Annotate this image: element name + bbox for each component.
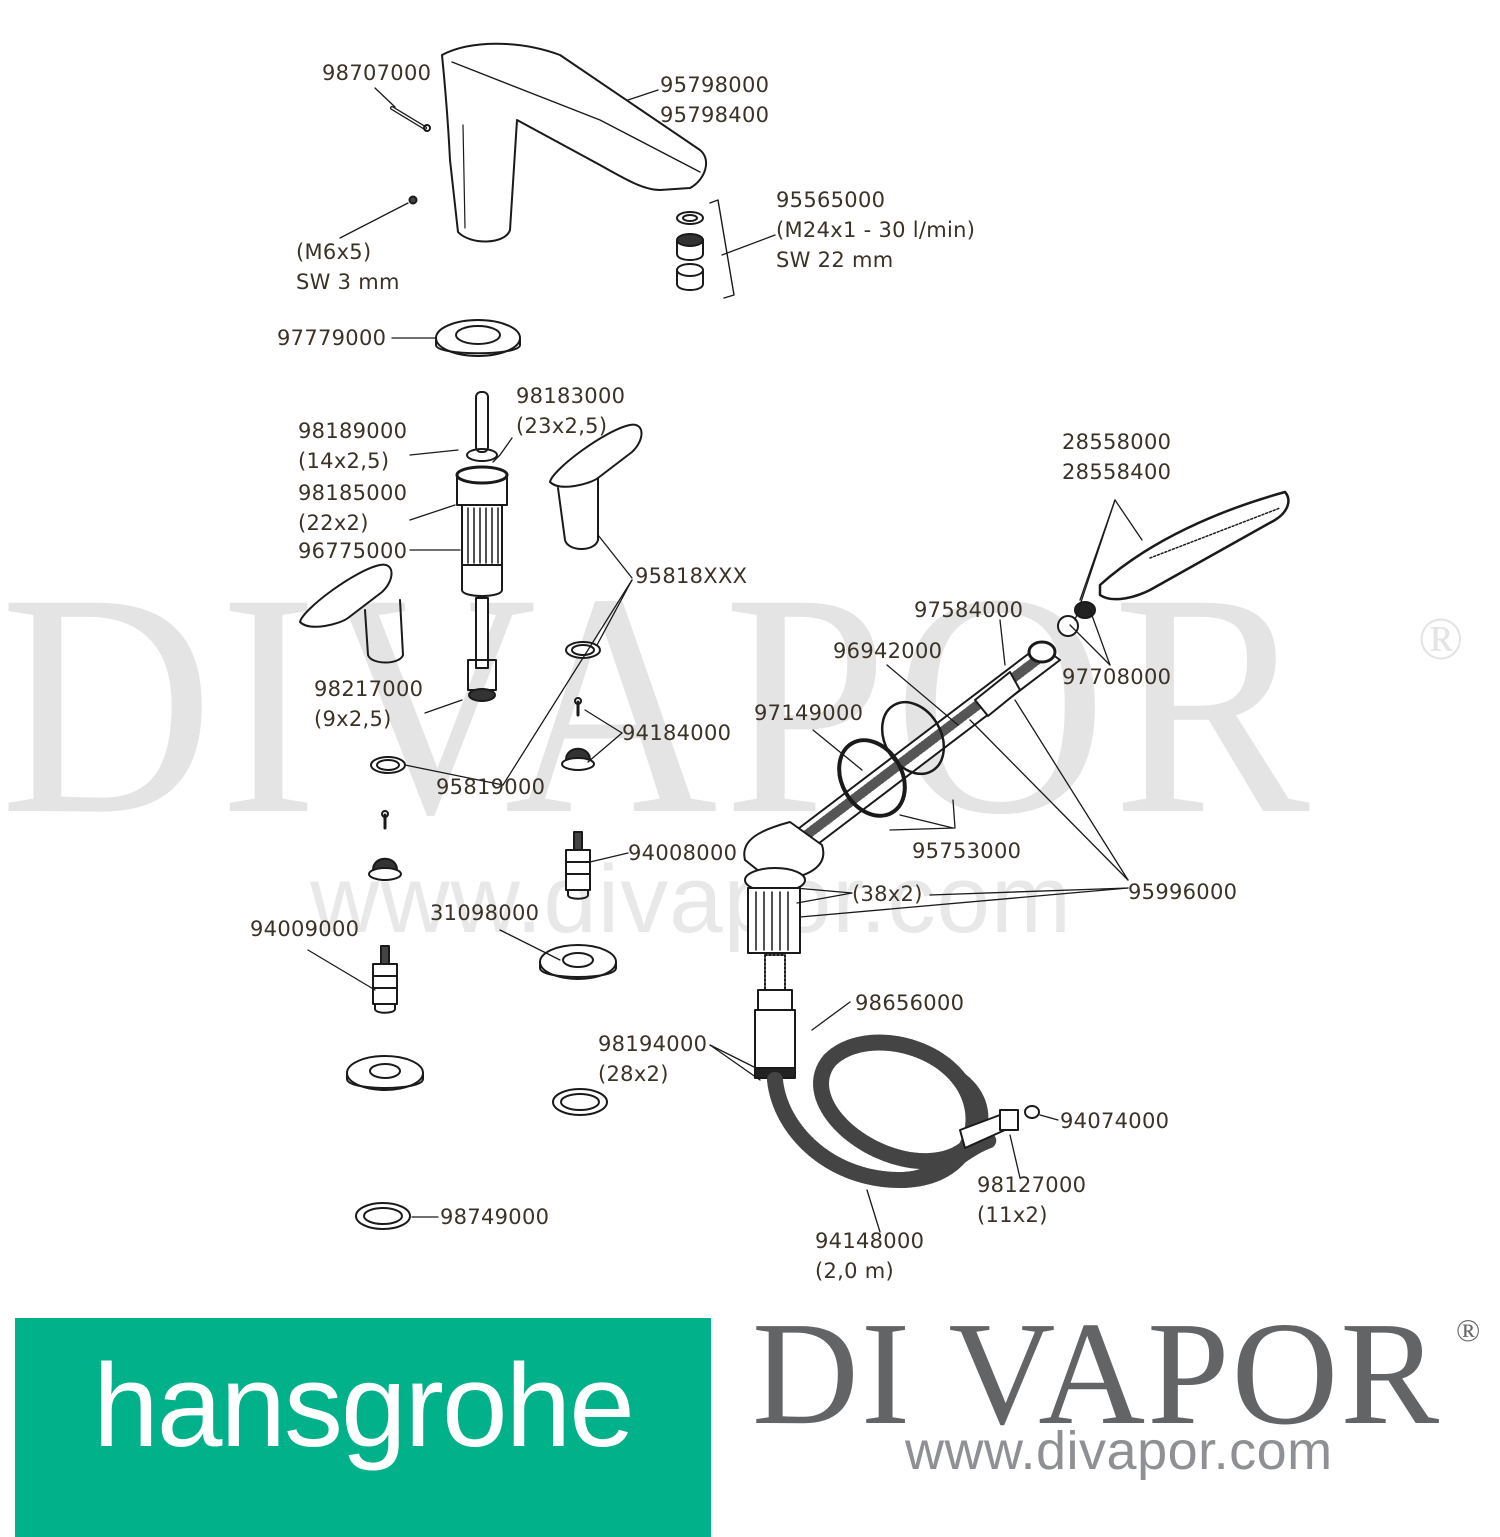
handle-part-left xyxy=(299,563,404,664)
part-label-98189000: 98189000(14x2,5) xyxy=(298,419,408,473)
part-label-94074000: 94074000 xyxy=(1060,1109,1170,1133)
part-label-97149000: 97149000 xyxy=(754,701,864,725)
part-label-94009000: 94009000 xyxy=(250,917,360,941)
part-label-95819000: 95819000 xyxy=(436,775,546,799)
divapor-registered-mark: ® xyxy=(1456,1312,1481,1348)
part-label-98183000: 98183000(23x2,5) xyxy=(516,384,626,438)
part-label-95753000: 95753000 xyxy=(912,839,1022,863)
part-label-98656000: 98656000 xyxy=(855,991,965,1015)
part-label-94148000: 94148000(2,0 m) xyxy=(815,1229,925,1283)
diverter-cartridge-part xyxy=(455,391,509,702)
part-label-98194000: 98194000(28x2) xyxy=(598,1032,708,1086)
part-label-98185000: 98185000(22x2) xyxy=(298,481,408,535)
handle-part-right xyxy=(549,423,643,550)
exploded-parts-drawing xyxy=(299,42,1290,1233)
escutcheon-part xyxy=(435,319,521,357)
pin-part xyxy=(390,106,431,132)
hansgrohe-logo-text: hansgrohe xyxy=(93,1340,635,1472)
part-label-98707000: 98707000 xyxy=(322,61,432,85)
part-label-98749000: 98749000 xyxy=(440,1205,550,1229)
divapor-logo-title: DI VAPOR xyxy=(752,1292,1442,1456)
aerator-part xyxy=(676,199,735,299)
part-label-31098000: 31098000 xyxy=(430,901,540,925)
part-label-94008000: 94008000 xyxy=(628,841,738,865)
shower-hose-outlet-part xyxy=(743,640,1061,1079)
part-label-95565000: 95565000(M24x1 - 30 l/min)SW 22 mm xyxy=(776,188,976,272)
part-label-m6x5-screw: (M6x5)SW 3 mm xyxy=(296,240,400,294)
coiled-hose-part xyxy=(767,1034,998,1188)
part-label-96942000: 96942000 xyxy=(833,639,943,663)
hand-shower-part xyxy=(1057,490,1290,637)
part-label-38x2: (38x2) xyxy=(852,882,923,906)
part-label-98127000: 98127000(11x2) xyxy=(977,1173,1087,1227)
part-label-95996000: 95996000 xyxy=(1128,880,1238,904)
part-label-97708000: 97708000 xyxy=(1062,665,1172,689)
divapor-url: www.divapor.com xyxy=(905,1421,1333,1481)
part-label-95818XXX: 95818XXX xyxy=(635,564,748,588)
hose-connector-part xyxy=(959,1105,1040,1149)
hansgrohe-logo: hansgrohe xyxy=(15,1318,711,1537)
leader-lines xyxy=(307,87,1143,1233)
part-label-97779000: 97779000 xyxy=(277,326,387,350)
part-label-97584000: 97584000 xyxy=(914,598,1024,622)
spout-part xyxy=(441,42,708,243)
base-escutcheon-parts xyxy=(346,944,617,1230)
grub-screw-part xyxy=(408,195,418,205)
valve-cartridge-part xyxy=(372,831,591,1014)
part-label-94184000: 94184000 xyxy=(622,721,732,745)
part-label-98217000: 98217000(9x2,5) xyxy=(314,677,424,731)
part-label-96775000: 96775000 xyxy=(298,539,408,563)
